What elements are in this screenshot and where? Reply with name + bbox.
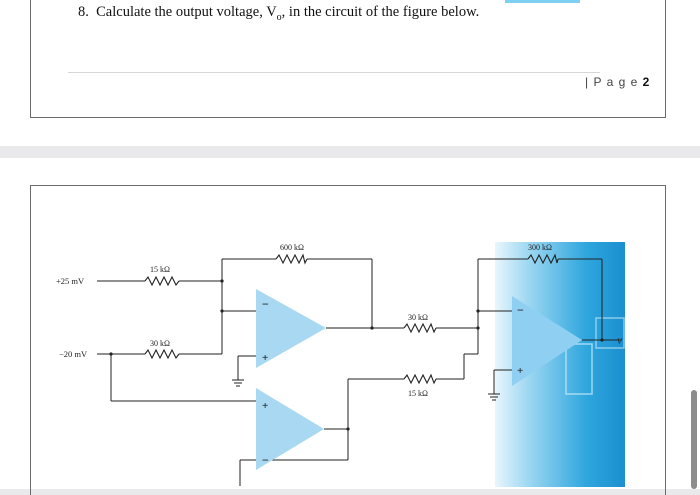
resistor-600k (275, 253, 308, 265)
input-label-bottom: −20 mV (59, 349, 88, 359)
junction (600, 338, 604, 342)
question-number: 8. (78, 4, 89, 20)
page-border (30, 0, 666, 118)
resistor-label-15k-lower: 15 kΩ (408, 389, 428, 398)
ground-icon (488, 393, 500, 401)
resistors (144, 253, 559, 385)
junction (346, 427, 350, 431)
resistor-label-30k-mid: 30 kΩ (408, 313, 428, 322)
resistor-label-600k: 600 kΩ (280, 243, 304, 252)
question-subscript: o (276, 11, 282, 23)
op-amp-2 (256, 388, 324, 470)
op-amp-3-minus: − (517, 303, 524, 317)
resistor-15k-top (144, 275, 180, 287)
junction-dots (109, 279, 604, 431)
resistor-label-30k-bottom: 30 kΩ (150, 339, 170, 348)
op-amp-3 (512, 296, 582, 386)
op-amp-1-minus: − (262, 297, 269, 311)
resistor-label-300k: 300 kΩ (528, 243, 552, 252)
resistor-label-15k-top: 15 kΩ (150, 265, 170, 274)
op-amp-3-plus: + (517, 365, 523, 377)
op-amp-2-plus: + (262, 400, 268, 412)
page-number-footer: | P a g e 2 (585, 75, 650, 89)
page-separator: | (585, 75, 590, 89)
resistor-15k-lower (403, 373, 437, 385)
scrollbar-thumb[interactable] (691, 390, 697, 489)
resistor-300k (527, 253, 559, 265)
resistor-30k-mid (403, 322, 437, 334)
resistor-30k-bottom (144, 348, 180, 360)
question-text: 8. Calculate the output voltage, Vo, in … (78, 4, 479, 23)
op-amp-1-plus: + (262, 352, 268, 364)
ground-symbols (232, 379, 500, 401)
input-label-top: +25 mV (56, 276, 85, 286)
junction (370, 326, 374, 330)
footer-rule (68, 72, 600, 73)
question-body-end: , in the circuit of the figure below. (281, 4, 480, 20)
junction (476, 326, 480, 330)
page-number: 2 (642, 75, 651, 89)
decorative-strip (505, 0, 580, 3)
output-label: V (617, 337, 623, 346)
junction (476, 309, 480, 313)
circuit-wires (97, 258, 622, 486)
op-amp-2-minus: − (262, 453, 269, 467)
ground-icon (232, 379, 244, 387)
junction (220, 309, 224, 313)
document-page-2: − + + − − + +25 mV −20 mV 15 kΩ 30 kΩ 60… (0, 158, 700, 495)
circuit-diagram: − + + − − + +25 mV −20 mV 15 kΩ 30 kΩ 60… (56, 242, 625, 487)
page-word: P a g e (593, 75, 639, 89)
page-border (30, 185, 666, 495)
document-page-1: 8. Calculate the output voltage, Vo, in … (0, 0, 700, 146)
background-graphic-detail (595, 317, 625, 349)
op-amp-1 (256, 289, 326, 368)
junction (109, 352, 113, 356)
background-graphic-detail (565, 343, 593, 395)
junction (220, 279, 224, 283)
question-body: Calculate the output voltage, V (96, 4, 277, 20)
